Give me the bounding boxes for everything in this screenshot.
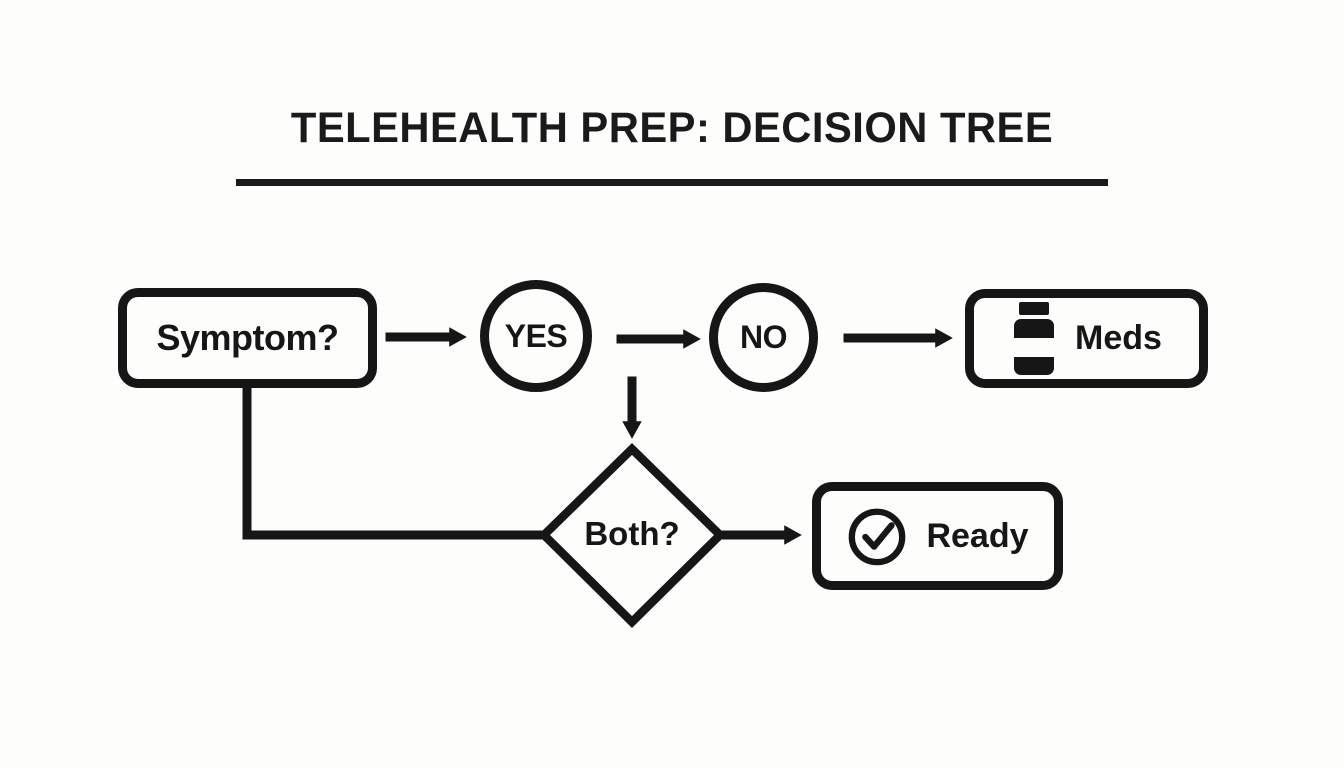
node-meds: Meds xyxy=(965,289,1208,388)
node-both-label: Both? xyxy=(584,515,680,552)
node-ready: Ready xyxy=(812,482,1063,590)
check-circle-icon xyxy=(846,505,908,567)
node-meds-label: Meds xyxy=(1075,319,1162,357)
node-ready-label: Ready xyxy=(926,516,1029,555)
pill-bottle-icon xyxy=(1011,301,1057,376)
edge-symptom-both xyxy=(242,387,545,540)
node-symptom: Symptom? xyxy=(118,288,377,388)
node-yes-label: YES xyxy=(504,317,568,354)
title-underline xyxy=(236,179,1108,186)
node-no: NO xyxy=(709,283,818,392)
node-symptom-label: Symptom? xyxy=(156,317,339,358)
page-title: TELEHEALTH PREP: DECISION TREE xyxy=(290,104,1054,152)
node-no-label: NO xyxy=(740,319,788,355)
node-yes: YES xyxy=(480,280,592,392)
